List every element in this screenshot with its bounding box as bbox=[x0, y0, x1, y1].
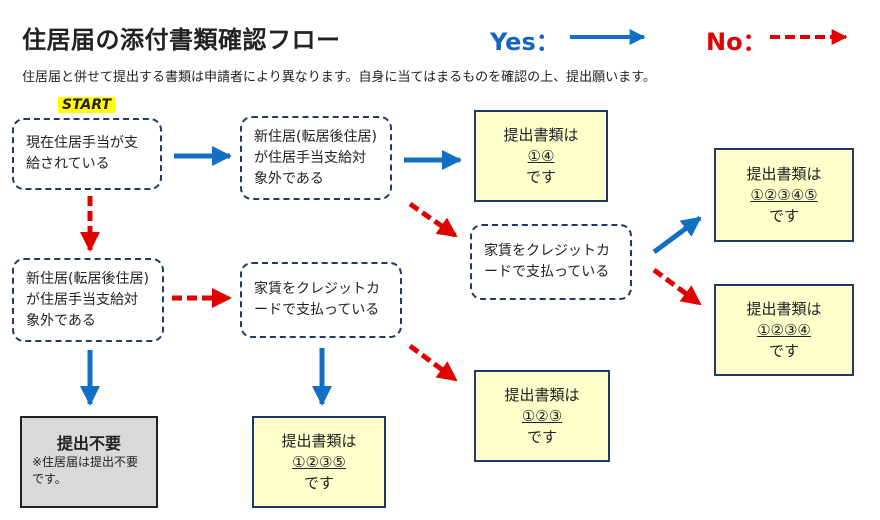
result-documents-123: 提出書類は ①②③ です bbox=[474, 370, 610, 462]
start-label: START bbox=[58, 97, 116, 113]
question-new-residence-left-text: 新住居(転居後住居)が住居手当支給対象外である bbox=[26, 270, 149, 329]
result-1235-nums: ①②③⑤ bbox=[292, 452, 346, 471]
result-1234-head: 提出書類は bbox=[746, 299, 822, 318]
result-12345-head: 提出書類は bbox=[746, 164, 822, 183]
result-1235-tail: です bbox=[303, 473, 334, 492]
question-credit-card-mid: 家賃をクレジットカードで支払っている bbox=[240, 262, 402, 338]
legend-yes-label: Yes： bbox=[490, 28, 560, 56]
not-required-title: 提出不要 bbox=[56, 434, 121, 453]
result-123-tail: です bbox=[526, 427, 557, 446]
result-not-required: 提出不要 ※住居届は提出不要です。 bbox=[20, 416, 158, 508]
result-12345-nums: ①②③④⑤ bbox=[750, 185, 818, 204]
result-documents-1234: 提出書類は ①②③④ です bbox=[714, 284, 854, 376]
question-new-residence-top-text: 新住居(転居後住居)が住居手当支給対象外である bbox=[254, 128, 377, 187]
result-documents-14: 提出書類は ①④ です bbox=[474, 110, 608, 202]
arrow-no-q3mid-to-r123 bbox=[408, 343, 458, 383]
question-current-allowance: 現在住居手当が支給されている bbox=[12, 118, 162, 190]
question-new-residence-top: 新住居(転居後住居)が住居手当支給対象外である bbox=[240, 116, 392, 200]
question-current-allowance-text: 現在住居手当が支給されている bbox=[26, 135, 138, 172]
result-123-head: 提出書類は bbox=[504, 385, 580, 404]
result-1234-tail: です bbox=[768, 341, 799, 360]
question-new-residence-left: 新住居(転居後住居)が住居手当支給対象外である bbox=[12, 258, 164, 342]
page-title: 住居届の添付書類確認フロー bbox=[22, 26, 341, 54]
result-14-nums: ①④ bbox=[527, 146, 555, 165]
question-credit-card-mid-text: 家賃をクレジットカードで支払っている bbox=[254, 281, 380, 318]
arrow-no-q2top-to-q3right bbox=[408, 201, 458, 239]
result-14-tail: です bbox=[525, 167, 556, 186]
result-1235-head: 提出書類は bbox=[281, 431, 357, 450]
result-12345-tail: です bbox=[768, 206, 799, 225]
result-123-nums: ①②③ bbox=[521, 406, 563, 425]
arrow-no-q3right-to-r1234 bbox=[652, 267, 702, 307]
not-required-note: ※住居届は提出不要です。 bbox=[32, 455, 139, 486]
arrow-yes-q3right-to-r12345 bbox=[652, 215, 702, 255]
question-credit-card-right-text: 家賃をクレジットカードで支払っている bbox=[484, 243, 610, 280]
page-subtitle: 住居届と併せて提出する書類は申請者により異なります。自身に当てはまるものを確認の… bbox=[22, 70, 656, 85]
result-14-head: 提出書類は bbox=[503, 125, 579, 144]
result-documents-12345: 提出書類は ①②③④⑤ です bbox=[714, 148, 854, 242]
result-documents-1235: 提出書類は ①②③⑤ です bbox=[252, 416, 386, 508]
result-1234-nums: ①②③④ bbox=[757, 320, 811, 339]
question-credit-card-right: 家賃をクレジットカードで支払っている bbox=[470, 224, 632, 300]
legend-no-label: No： bbox=[706, 28, 767, 56]
